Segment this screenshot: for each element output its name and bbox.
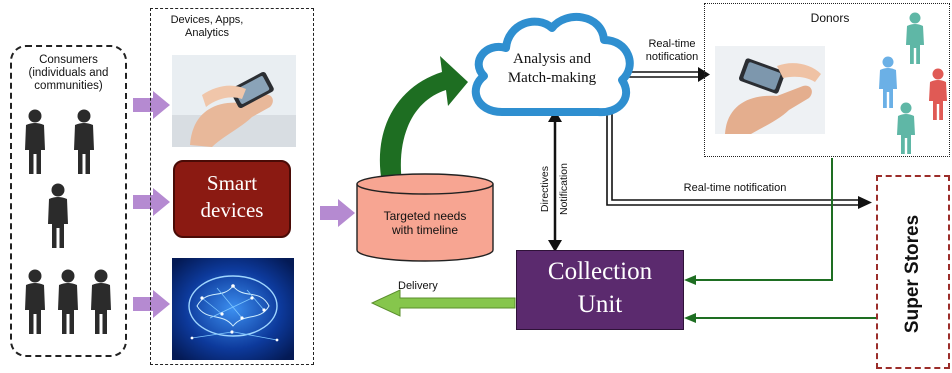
consumer-people-icons (25, 109, 111, 334)
consumers-panel (10, 45, 127, 357)
donors-label: Donors (810, 11, 850, 25)
needs-to-cloud-arrow (379, 56, 468, 183)
person-icon (91, 269, 111, 334)
consumers-label: Consumers (individuals and communities) (28, 54, 109, 93)
donor-person-icon (879, 56, 897, 108)
super-stores-label: Super Stores (902, 214, 924, 334)
analysis-cloud-label: Analysis and Match-making (507, 51, 597, 86)
collection-unit-box (516, 250, 684, 330)
devices-panel-label: Devices, Apps, Analytics (170, 14, 244, 39)
targeted-needs-cylinder (356, 173, 494, 262)
panel-to-needs-arrow (320, 199, 355, 227)
realtime-notification-mid-label: Real-time notification (683, 182, 787, 194)
person-icon (48, 183, 68, 248)
realtime-notification-top-label: Real-time notification (645, 38, 699, 63)
donors-to-collection-arrow (694, 158, 833, 281)
phone-hands-image (172, 55, 296, 147)
donor-phone-image (715, 46, 825, 134)
person-icon (74, 109, 94, 174)
delivery-arrow (370, 289, 516, 317)
delivery-label: Delivery (398, 280, 438, 292)
person-icon (25, 109, 45, 174)
collection-unit-label: Collection Unit (547, 258, 653, 318)
donor-person-icon (929, 68, 947, 120)
donor-people-icons (879, 12, 947, 154)
smart-devices-label: Smart devices (200, 171, 264, 223)
super-stores-panel (876, 175, 950, 369)
person-icon (25, 269, 45, 334)
donor-person-icon (897, 102, 915, 154)
notification-label: Notification (557, 163, 570, 216)
targeted-needs-label: Targeted needs with timeline (383, 209, 467, 237)
donor-person-icon (906, 12, 924, 64)
ai-brain-image (172, 258, 294, 360)
donors-panel (704, 3, 950, 157)
cloud-to-donors-arrow (628, 71, 700, 78)
cloud-to-superstores-arrow (606, 104, 860, 206)
smart-devices-box (173, 160, 291, 238)
directives-label: Directives (538, 165, 551, 213)
consumer-to-device-arrows (133, 91, 170, 318)
analysis-cloud (471, 12, 634, 117)
devices-panel (150, 8, 314, 365)
person-icon (58, 269, 78, 334)
